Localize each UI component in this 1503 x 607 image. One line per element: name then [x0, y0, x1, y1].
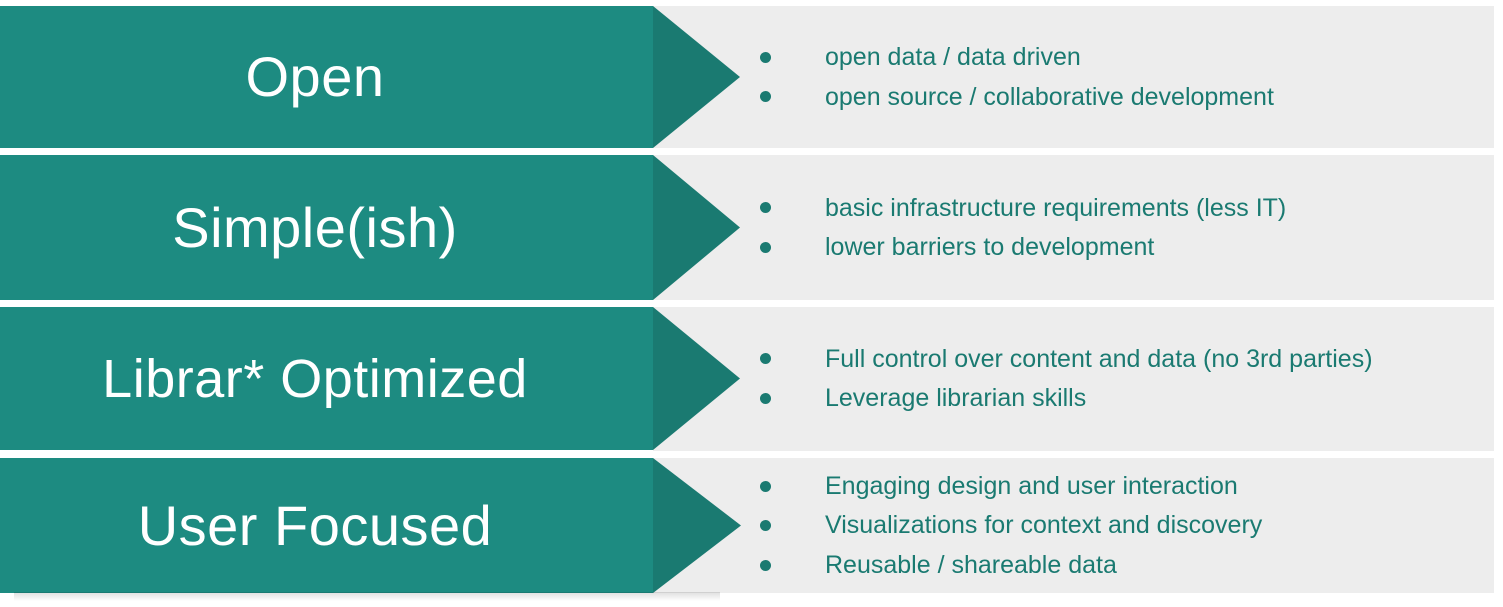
bullet-list-simple: basic infrastructure requirements (less … — [760, 155, 1286, 300]
bullet-dot-icon — [760, 559, 771, 571]
bullet-dot-icon — [760, 202, 771, 214]
chevron-arrow-tip-icon — [653, 307, 740, 450]
chevron-row-library-optimized: Librar* Optimized Full control over cont… — [0, 307, 1503, 450]
bullet-dot-icon — [760, 91, 771, 103]
bottom-drop-shadow — [14, 592, 720, 601]
chevron-arrow-tip-icon — [653, 155, 740, 300]
chevron-row-user-focused: User Focused Engaging design and user in… — [0, 458, 1503, 593]
bullet-text: open data / data driven — [825, 43, 1081, 71]
bullet-list-library-optimized: Full control over content and data (no 3… — [760, 307, 1373, 450]
list-item: Reusable / shareable data — [760, 550, 1262, 581]
bullet-dot-icon — [760, 241, 771, 253]
panel-divider-3 — [653, 451, 1494, 458]
list-item: basic infrastructure requirements (less … — [760, 193, 1286, 224]
bullet-text: Reusable / shareable data — [825, 550, 1117, 579]
chevron-row-simple: Simple(ish) basic infrastructure require… — [0, 155, 1503, 300]
bullet-text: basic infrastructure requirements (less … — [825, 193, 1287, 222]
chevron-label-open: Open — [245, 45, 385, 108]
bullet-dot-icon — [760, 392, 771, 404]
chevron-label-user-focused: User Focused — [137, 493, 493, 557]
panel-divider-2 — [653, 300, 1494, 307]
list-item: open source / collaborative development — [760, 82, 1274, 113]
bullet-text: open source / collaborative development — [825, 82, 1274, 111]
bullet-text: Engaging design and user interaction — [825, 471, 1238, 500]
bullet-text: lower barriers to development — [825, 233, 1155, 261]
bullet-text: Full control over content and data (no 3… — [825, 344, 1373, 373]
bullet-list-user-focused: Engaging design and user interaction Vis… — [760, 458, 1262, 593]
list-item: Leverage librarian skills — [760, 383, 1373, 414]
bullet-dot-icon — [760, 353, 771, 365]
bullet-dot-icon — [760, 51, 771, 63]
bullets-panel-background — [653, 6, 1494, 593]
panel-divider-1 — [653, 148, 1494, 155]
bullet-dot-icon — [760, 520, 771, 531]
bullet-dot-icon — [760, 480, 771, 492]
list-item: Engaging design and user interaction — [760, 471, 1262, 502]
chevron-body-shape — [0, 307, 653, 450]
chevron-body-shape — [0, 155, 653, 300]
chevron-label-simple: Simple(ish) — [172, 195, 458, 259]
bullet-list-open: open data / data driven open source / co… — [760, 6, 1274, 148]
list-item: Visualizations for context and discovery — [760, 510, 1262, 541]
bullet-text: Visualizations for context and discovery — [825, 511, 1263, 540]
list-item: Full control over content and data (no 3… — [760, 344, 1373, 375]
list-item: lower barriers to development — [760, 232, 1286, 263]
chevron-arrow-tip-icon — [653, 6, 740, 148]
bullet-text: Leverage librarian skills — [825, 384, 1087, 412]
chevron-arrow-tip-icon — [653, 458, 741, 593]
chevron-row-open: Open open data / data driven open source… — [0, 6, 1503, 148]
chevron-label-library-optimized: Librar* Optimized — [102, 348, 528, 409]
chevron-body-shape — [0, 458, 653, 593]
chevron-body-shape — [0, 6, 653, 148]
list-item: open data / data driven — [760, 42, 1274, 73]
